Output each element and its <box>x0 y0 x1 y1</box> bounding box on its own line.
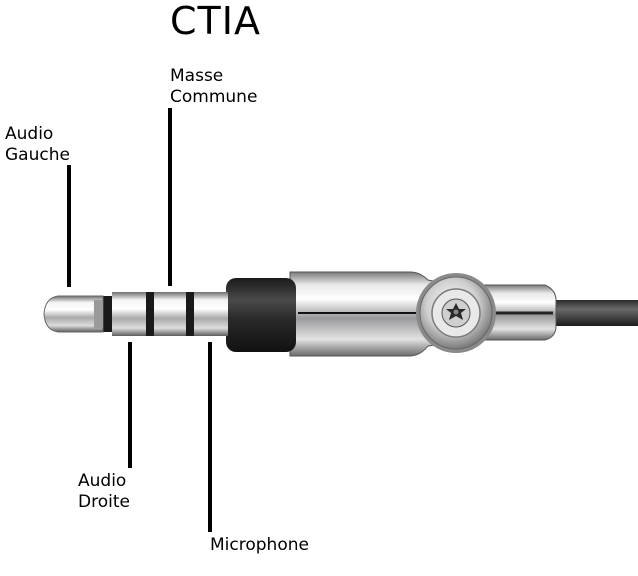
rubber-collar <box>226 278 296 352</box>
label-audio-droite-line-1: Audio <box>78 471 127 491</box>
label-audio-gauche: Audio Gauche <box>5 124 70 166</box>
ring-audio-right <box>112 292 146 336</box>
label-audio-droite: Audio Droite <box>78 471 130 513</box>
label-audio-gauche-line-2: Gauche <box>5 145 70 165</box>
cable <box>548 300 638 326</box>
insulator-1 <box>103 296 112 332</box>
leader-line-microphone <box>208 342 212 532</box>
label-audio-droite-line-2: Droite <box>78 492 130 512</box>
label-audio-gauche-line-1: Audio <box>5 124 54 144</box>
leader-line-audio-droite <box>128 342 132 468</box>
label-masse-commune-line-1: Masse <box>170 66 224 86</box>
tip-audio-left <box>43 295 104 333</box>
diagram-title: CTIA <box>170 0 261 43</box>
sleeve-ground <box>194 292 228 336</box>
torx-screw-icon <box>446 303 466 320</box>
leader-line-masse-commune <box>168 108 172 286</box>
label-masse-commune-line-2: Commune <box>170 87 258 107</box>
insulator-3 <box>186 292 194 336</box>
leader-line-audio-gauche <box>67 165 71 287</box>
ring-microphone <box>154 292 186 336</box>
label-masse-commune: Masse Commune <box>170 66 257 108</box>
insulator-2 <box>146 292 154 336</box>
label-microphone: Microphone <box>210 535 309 555</box>
